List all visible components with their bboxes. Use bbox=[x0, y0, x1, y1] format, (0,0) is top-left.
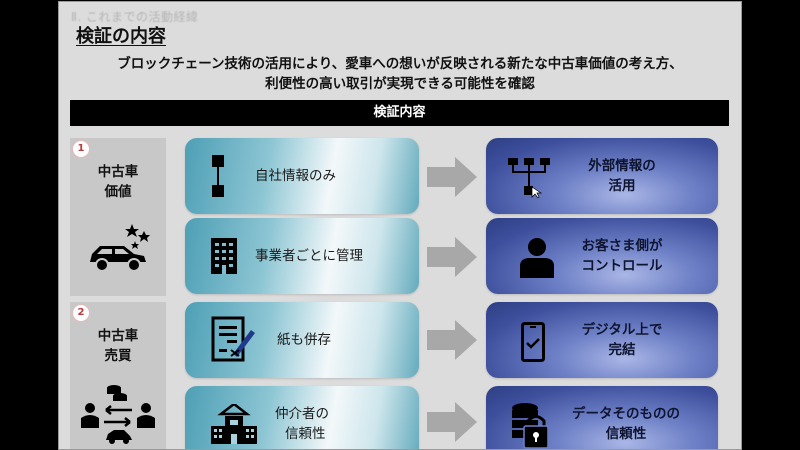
arrow-right-icon bbox=[427, 402, 477, 442]
page-title: 検証の内容 bbox=[76, 26, 166, 47]
document-signing-icon bbox=[211, 316, 255, 362]
office-building-icon bbox=[211, 238, 237, 274]
institution-building-icon bbox=[211, 404, 257, 444]
after-text-line-1: データそのものの bbox=[572, 406, 680, 422]
database-lock-icon bbox=[512, 403, 548, 449]
before-box-intermediary-trust: 仲介者の 信頼性 bbox=[185, 386, 419, 449]
arrow-right-icon bbox=[427, 320, 477, 360]
subtitle-line-2: 利便性の高い取引が実現できる可能性を確認 bbox=[265, 76, 535, 92]
category-title-line-2: 売買 bbox=[104, 348, 132, 364]
single-node-link-icon bbox=[212, 155, 224, 197]
before-box-paper-coexists: 紙も併存 bbox=[185, 302, 419, 378]
category-title-line-1: 中古車 bbox=[97, 164, 139, 180]
arrow-right-icon bbox=[427, 157, 477, 197]
arrow-right-icon bbox=[427, 237, 477, 277]
section-header-bar: 検証内容 bbox=[70, 100, 729, 126]
number-badge: 2 bbox=[72, 304, 90, 322]
number-badge: 1 bbox=[72, 140, 90, 158]
after-text: データそのものの 信頼性 bbox=[546, 404, 706, 444]
after-text: デジタル上で 完結 bbox=[552, 320, 692, 360]
category-panel-used-car-value: 1 中古車 価値 bbox=[70, 138, 166, 296]
category-title: 中古車 売買 bbox=[70, 326, 166, 366]
category-title-line-1: 中古車 bbox=[97, 328, 139, 344]
before-text: 自社情報のみ bbox=[255, 168, 336, 184]
car-with-stars-icon bbox=[90, 224, 150, 272]
section-label: Ⅱ. これまでの活動経緯 bbox=[71, 10, 199, 24]
people-exchange-car-money-icon bbox=[81, 385, 155, 444]
before-text-line-2: 信頼性 bbox=[285, 426, 326, 442]
after-box-external-info: 外部情報の 活用 bbox=[486, 138, 718, 214]
after-text: 外部情報の 活用 bbox=[552, 156, 692, 196]
slide-subtitle: ブロックチェーン技術の活用により、愛車への想いが反映される新たな中古車価値の考え… bbox=[59, 54, 741, 94]
category-title-line-2: 価値 bbox=[104, 184, 132, 200]
before-text: 紙も併存 bbox=[277, 332, 331, 348]
before-box-own-company-info: 自社情報のみ bbox=[185, 138, 419, 214]
subtitle-line-1: ブロックチェーン技術の活用により、愛車への想いが反映される新たな中古車価値の考え… bbox=[117, 56, 683, 72]
network-tree-icon bbox=[508, 158, 550, 198]
before-text: 仲介者の 信頼性 bbox=[275, 404, 329, 444]
after-text-line-2: 活用 bbox=[608, 178, 636, 194]
after-text-line-1: 外部情報の bbox=[588, 158, 656, 174]
category-panel-used-car-trading: 2 中古車 売買 bbox=[70, 302, 166, 449]
after-text-line-2: 信頼性 bbox=[605, 426, 647, 442]
after-box-data-trust: データそのものの 信頼性 bbox=[486, 386, 718, 449]
after-text-line-1: お客さま側が bbox=[581, 238, 663, 254]
before-text-line-1: 仲介者の bbox=[275, 406, 329, 422]
before-box-managed-per-business: 事業者ごとに管理 bbox=[185, 218, 419, 294]
after-text-line-1: デジタル上で bbox=[581, 322, 663, 338]
category-title: 中古車 価値 bbox=[70, 162, 166, 202]
after-box-customer-control: お客さま側が コントロール bbox=[486, 218, 718, 294]
after-text: お客さま側が コントロール bbox=[552, 236, 692, 276]
presentation-slide: Ⅱ. これまでの活動経緯 検証の内容 ブロックチェーン技術の活用により、愛車への… bbox=[58, 1, 742, 450]
after-text-line-2: 完結 bbox=[608, 342, 636, 358]
smartphone-check-icon bbox=[521, 322, 545, 362]
after-text-line-2: コントロール bbox=[581, 258, 663, 274]
person-icon bbox=[520, 238, 554, 278]
before-text: 事業者ごとに管理 bbox=[255, 248, 363, 264]
after-box-digital-complete: デジタル上で 完結 bbox=[486, 302, 718, 378]
